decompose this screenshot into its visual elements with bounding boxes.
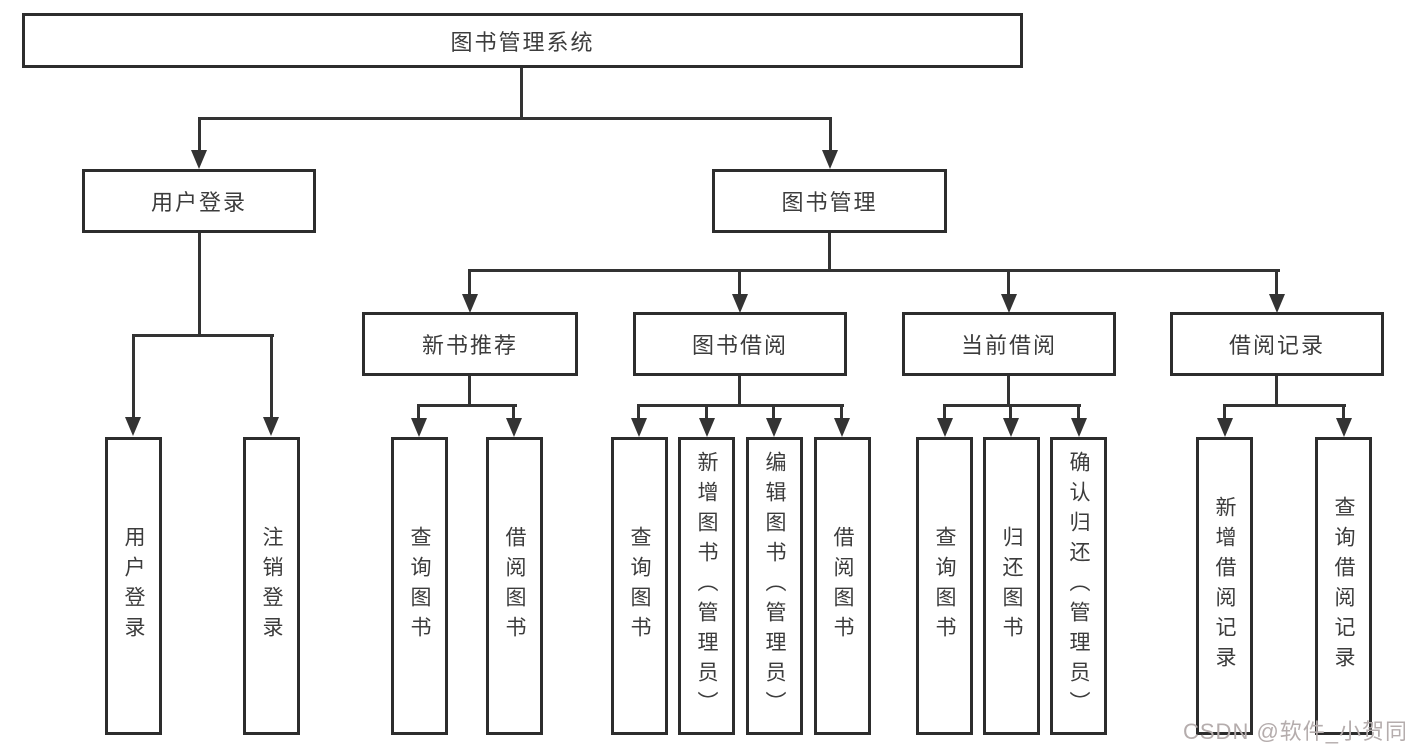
node-label: 查询图书 bbox=[408, 526, 431, 646]
node-new-book-recommend: 新书推荐 bbox=[362, 312, 578, 376]
connector-line bbox=[738, 376, 741, 407]
node-label: 借阅图书 bbox=[503, 526, 526, 646]
node-label: 归还图书 bbox=[1000, 526, 1023, 646]
connector-line bbox=[1223, 404, 1226, 420]
connector-arrow bbox=[1001, 294, 1017, 313]
connector-line bbox=[829, 117, 832, 151]
connector-line bbox=[520, 68, 523, 120]
connector-line bbox=[132, 334, 274, 337]
connector-line bbox=[943, 404, 946, 420]
node-borrow-borrow-book: 借阅图书 bbox=[814, 437, 871, 735]
node-label: 图书借阅 bbox=[691, 333, 788, 358]
connector-line bbox=[1009, 404, 1012, 420]
node-label: 图书管理 bbox=[781, 190, 878, 215]
node-label: 当前借阅 bbox=[960, 333, 1057, 358]
connector-line bbox=[1275, 376, 1278, 407]
node-borrow-query-book: 查询图书 bbox=[611, 437, 668, 735]
connector-line bbox=[705, 404, 708, 420]
node-current-borrow: 当前借阅 bbox=[902, 312, 1116, 376]
connector-arrow bbox=[631, 418, 647, 437]
node-book-borrow: 图书借阅 bbox=[633, 312, 847, 376]
node-recommend-query-book: 查询图书 bbox=[391, 437, 448, 735]
node-label: 确认归还（管理员） bbox=[1067, 451, 1090, 721]
connector-line bbox=[637, 404, 640, 420]
connector-line bbox=[198, 117, 201, 151]
connector-arrow bbox=[699, 418, 715, 437]
connector-line bbox=[512, 404, 515, 420]
connector-arrow bbox=[411, 418, 427, 437]
connector-arrow bbox=[1003, 418, 1019, 437]
node-book-management: 图书管理 bbox=[712, 169, 947, 233]
connector-line bbox=[1007, 269, 1010, 296]
connector-line bbox=[270, 334, 273, 418]
connector-line bbox=[417, 404, 420, 420]
node-label: 查询借阅记录 bbox=[1332, 496, 1355, 676]
node-label: 新增借阅记录 bbox=[1213, 496, 1236, 676]
connector-arrow bbox=[1336, 418, 1352, 437]
node-label: 借阅记录 bbox=[1228, 333, 1325, 358]
connector-arrow bbox=[125, 417, 141, 436]
connector-line bbox=[637, 404, 844, 407]
connector-arrow bbox=[1071, 418, 1087, 437]
node-user-login-leaf: 用户登录 bbox=[105, 437, 162, 735]
node-current-return-book: 归还图书 bbox=[983, 437, 1040, 735]
connector-line bbox=[198, 233, 201, 337]
connector-line bbox=[1342, 404, 1345, 420]
node-current-query-book: 查询图书 bbox=[916, 437, 973, 735]
node-recommend-borrow-book: 借阅图书 bbox=[486, 437, 543, 735]
node-label: 新书推荐 bbox=[421, 333, 518, 358]
connector-arrow bbox=[263, 417, 279, 436]
node-borrow-records: 借阅记录 bbox=[1170, 312, 1384, 376]
connector-arrow bbox=[1269, 294, 1285, 313]
connector-line bbox=[738, 269, 741, 296]
node-label: 编辑图书（管理员） bbox=[763, 451, 786, 721]
node-label: 借阅图书 bbox=[831, 526, 854, 646]
watermark: CSDN @软件_小贺同学 bbox=[1183, 719, 1405, 744]
connector-arrow bbox=[506, 418, 522, 437]
connector-line bbox=[1223, 404, 1346, 407]
node-label: 用户登录 bbox=[150, 190, 247, 215]
connector-line bbox=[840, 404, 843, 420]
node-label: 查询图书 bbox=[933, 526, 956, 646]
connector-line bbox=[1275, 269, 1278, 296]
connector-line bbox=[1077, 404, 1080, 420]
connector-arrow bbox=[732, 294, 748, 313]
node-label: 新增图书（管理员） bbox=[695, 451, 718, 721]
node-records-query-record: 查询借阅记录 bbox=[1315, 437, 1372, 735]
connector-arrow bbox=[766, 418, 782, 437]
connector-line bbox=[468, 269, 1280, 272]
connector-line bbox=[198, 117, 832, 120]
node-records-add-record: 新增借阅记录 bbox=[1196, 437, 1253, 735]
node-label: 图书管理系统 bbox=[450, 29, 595, 55]
connector-line bbox=[772, 404, 775, 420]
node-label: 用户登录 bbox=[122, 526, 145, 646]
connector-line bbox=[417, 404, 517, 407]
connector-line bbox=[1007, 376, 1010, 407]
connector-line bbox=[468, 269, 471, 296]
connector-arrow bbox=[191, 150, 207, 169]
node-library-system: 图书管理系统 bbox=[22, 13, 1023, 68]
connector-arrow bbox=[1217, 418, 1233, 437]
node-label: 注销登录 bbox=[260, 526, 283, 646]
node-borrow-add-book-admin: 新增图书（管理员） bbox=[678, 437, 735, 735]
connector-arrow bbox=[822, 150, 838, 169]
node-current-confirm-return-admin: 确认归还（管理员） bbox=[1050, 437, 1107, 735]
connector-line bbox=[468, 376, 471, 407]
connector-arrow bbox=[462, 294, 478, 313]
node-user-login: 用户登录 bbox=[82, 169, 316, 233]
connector-line bbox=[132, 334, 135, 418]
connector-line bbox=[943, 404, 1081, 407]
connector-arrow bbox=[834, 418, 850, 437]
connector-arrow bbox=[937, 418, 953, 437]
connector-line bbox=[828, 233, 831, 271]
node-label: 查询图书 bbox=[628, 526, 651, 646]
node-borrow-edit-book-admin: 编辑图书（管理员） bbox=[746, 437, 803, 735]
node-logout-leaf: 注销登录 bbox=[243, 437, 300, 735]
